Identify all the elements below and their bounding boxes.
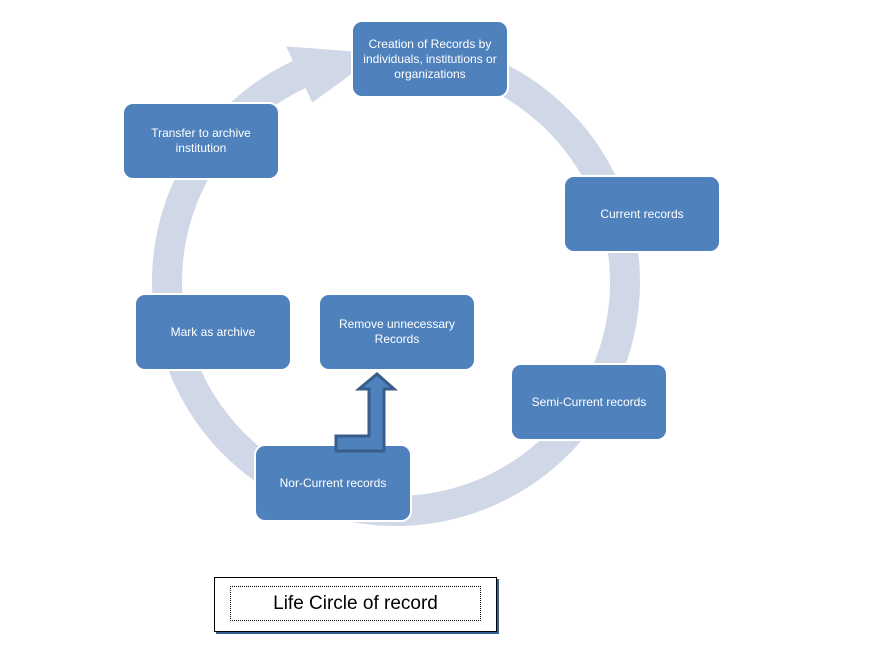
node-transfer-to-archive[interactable]: Transfer to archive institution (122, 102, 280, 180)
diagram-title: Life Circle of record (230, 586, 481, 621)
node-semi-current-records[interactable]: Semi-Current records (510, 363, 668, 441)
node-current-records[interactable]: Current records (563, 175, 721, 253)
node-label: Mark as archive (170, 324, 256, 339)
node-non-current-records[interactable]: Nor-Current records (254, 444, 412, 522)
node-label: Nor-Current records (279, 475, 387, 490)
node-label: Current records (600, 206, 684, 221)
node-label: Transfer to archive institution (151, 126, 251, 155)
node-label: Creation of Records by individuals, inst… (363, 36, 497, 81)
node-mark-as-archive[interactable]: Mark as archive (134, 293, 292, 371)
node-label: Semi-Current records (531, 394, 647, 409)
node-label: Remove unnecessary Records (338, 317, 456, 346)
node-creation-of-records[interactable]: Creation of Records by individuals, inst… (351, 20, 509, 98)
caption-box: Life Circle of record (214, 577, 497, 632)
node-remove-unnecessary-records[interactable]: Remove unnecessary Records (318, 293, 476, 371)
